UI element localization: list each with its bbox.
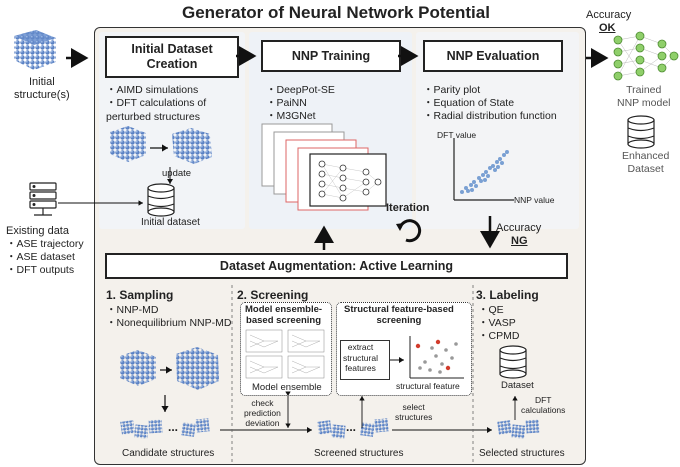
- crystal-icon: [120, 350, 156, 386]
- labeling-title: 3. Labeling: [476, 288, 539, 302]
- crystal-icon: [120, 418, 210, 439]
- candidate-ellipsis: ...: [168, 420, 179, 434]
- existing-item-2: ・ASE dataset: [6, 251, 75, 263]
- labeling-dataset-label: Dataset: [501, 380, 534, 391]
- evaluation-item-2: ・Equation of State: [423, 97, 515, 109]
- initial-structure-label: Initial structure(s): [14, 76, 70, 101]
- training-item-3: ・M3GNet: [266, 110, 316, 122]
- neural-network-icon: [613, 31, 679, 81]
- training-item-1: ・DeepPot-SE: [266, 84, 335, 96]
- crystal-icon: [172, 128, 212, 164]
- screened-caption: Screened structures: [314, 448, 404, 459]
- parity-plot: [453, 138, 514, 201]
- crystal-icon: [497, 419, 540, 439]
- database-icon: [627, 115, 655, 149]
- ensemble-caption: Model ensemble: [252, 382, 322, 393]
- trained-model-label: Trained NNP model: [617, 84, 671, 109]
- crystal-icon: [317, 418, 389, 439]
- feature-caption: structural feature: [396, 381, 460, 391]
- parity-y-label: DFT value: [437, 130, 477, 140]
- accuracy-ok-label: Accuracy: [586, 9, 632, 21]
- crystal-icon: [110, 126, 146, 162]
- update-label: update: [162, 168, 192, 179]
- candidate-caption: Candidate structures: [122, 448, 215, 459]
- dft-calc-label: DFT calculations: [521, 395, 566, 415]
- augmentation-header: Dataset Augmentation: Active Learning: [105, 253, 568, 279]
- evaluation-header: NNP Evaluation: [423, 40, 563, 72]
- extract-box: [340, 340, 390, 380]
- screened-ellipsis: ...: [346, 420, 357, 434]
- sampling-item-1: ・NNP-MD: [106, 304, 159, 316]
- page-title: Generator of Neural Network Potential: [182, 3, 490, 22]
- training-item-2: ・PaiNN: [266, 97, 307, 109]
- crystal-icon: [14, 30, 56, 70]
- evaluation-item-3: ・Radial distribution function: [423, 110, 557, 122]
- crystal-icon: [176, 347, 219, 390]
- feature-plot: [409, 336, 464, 379]
- existing-data-title: Existing data: [6, 225, 69, 237]
- neural-network-icon: [261, 123, 387, 211]
- select-label: select structures: [395, 402, 433, 422]
- database-icon: [147, 183, 175, 217]
- evaluation-item-1: ・Parity plot: [423, 84, 481, 96]
- existing-item-1: ・ASE trajectory: [6, 238, 84, 250]
- iteration-label: Iteration: [386, 202, 430, 214]
- neural-network-icon: [245, 329, 325, 379]
- parity-x-label: NNP value: [514, 195, 555, 205]
- accuracy-ng-label: Accuracy: [496, 222, 542, 234]
- server-icon: [29, 182, 57, 216]
- database-icon: [499, 345, 527, 379]
- feature-title: Structural feature-based screening: [344, 304, 454, 326]
- check-label: check prediction deviation: [244, 398, 281, 428]
- enhanced-dataset-label: Enhanced Dataset: [622, 150, 670, 175]
- initial-dataset-header: Initial Dataset Creation: [105, 36, 239, 78]
- initial-dataset-label: Initial dataset: [141, 217, 200, 228]
- accuracy-ok-value: OK: [599, 22, 616, 34]
- initial-item-2: ・DFT calculations of perturbed structure…: [106, 97, 207, 123]
- labeling-item-2: ・VASP: [478, 317, 516, 329]
- labeling-item-3: ・CPMD: [478, 330, 520, 342]
- sampling-title: 1. Sampling: [106, 288, 174, 302]
- existing-item-3: ・DFT outputs: [6, 264, 75, 276]
- sampling-item-2: ・Nonequilibrium NNP-MD: [106, 317, 232, 329]
- ensemble-title: Model ensemble- based screening: [245, 304, 323, 326]
- refresh-icon: [396, 219, 422, 243]
- accuracy-ng-value: NG: [511, 235, 528, 247]
- extract-label: extract structural features: [343, 342, 378, 373]
- initial-item-1: ・AIMD simulations: [106, 84, 199, 96]
- labeling-item-1: ・QE: [478, 304, 504, 316]
- training-header: NNP Training: [261, 40, 401, 72]
- screening-title: 2. Screening: [237, 288, 309, 302]
- selected-caption: Selected structures: [479, 448, 565, 459]
